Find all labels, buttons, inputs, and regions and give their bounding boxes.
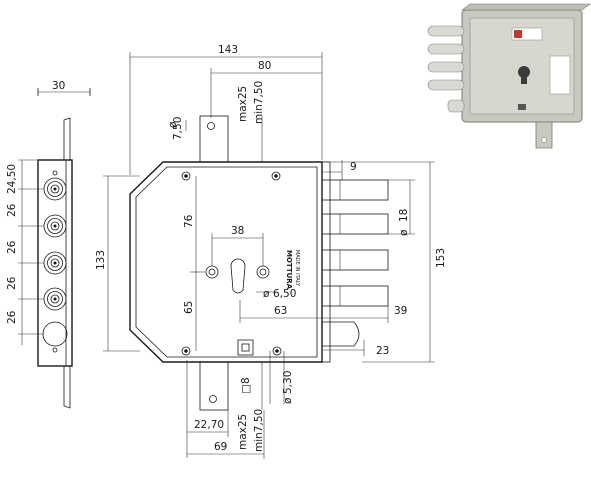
screw-bottom-left <box>181 346 191 356</box>
brand-logo: MOTTURA <box>285 250 293 290</box>
screw-bottom-right <box>272 346 282 356</box>
dim-bolt-reach: 39 <box>394 305 407 317</box>
dim-upper-height: 76 <box>183 214 195 228</box>
dim-overall-height: 133 <box>95 250 107 270</box>
cylinder-screw-left <box>205 265 219 279</box>
dim-latch-projection: 23 <box>376 345 389 357</box>
top-tab-hole <box>207 122 215 130</box>
side-screw-bottom <box>52 347 58 353</box>
bolt-4 <box>321 285 389 307</box>
dim-top-min: min7,50 <box>253 81 265 124</box>
dim-top-max: max25 <box>237 86 249 122</box>
top-mounting-tab <box>199 115 229 163</box>
dim-bolt-offset: 9 <box>350 161 357 173</box>
side-bolt-2 <box>43 214 67 238</box>
dim-side-pitch-2: 26 <box>6 240 18 254</box>
dim-bottom-offset: 22,70 <box>194 419 224 431</box>
faceplate-bottom-tab <box>63 365 71 409</box>
dim-total-height: 153 <box>435 248 447 268</box>
svg-text:ø: ø <box>282 397 294 404</box>
screw-top-left <box>181 171 191 181</box>
bolt-2 <box>321 213 389 235</box>
side-bolt-3 <box>43 251 67 275</box>
keyhole <box>230 258 246 294</box>
svg-text:ø: ø <box>263 288 270 300</box>
dim-backset: 80 <box>258 60 271 72</box>
dim-lower-height: 65 <box>183 301 195 314</box>
cylinder-screw-right <box>256 265 270 279</box>
bottom-mounting-tab <box>199 361 229 411</box>
dim-side-width: 30 <box>52 80 65 92</box>
dim-side-pitch-4: 26 <box>6 310 18 324</box>
dim-bottom-max: max25 <box>237 414 249 450</box>
dim-bottom-min: min7,50 <box>253 409 265 452</box>
bottom-tab-hole <box>209 395 217 403</box>
svg-text:ø: ø <box>167 121 179 128</box>
bolt-3 <box>321 249 389 271</box>
dim-hole-diameter: 7,50 <box>172 117 184 140</box>
front-faceplate <box>321 161 331 363</box>
dim-side-pitch-1: 26 <box>6 203 18 217</box>
side-bolt-1 <box>43 177 67 201</box>
dim-side-pitch-3: 26 <box>6 276 18 290</box>
spindle-square <box>237 339 254 356</box>
side-view: 30 24,50 26 26 26 26 <box>6 80 91 409</box>
faceplate-top-tab <box>63 117 71 161</box>
made-in-label: MADE IN ITALY <box>294 250 300 287</box>
front-view: 143 80 7,50 ø max25 min7,50 38 MOT <box>95 44 447 459</box>
dim-keyhole-spacing: 38 <box>231 225 244 237</box>
svg-text:ø: ø <box>398 229 410 236</box>
photo-bolts <box>427 25 465 113</box>
side-latch <box>42 321 68 347</box>
dim-bottom-width: 69 <box>214 441 227 453</box>
dim-spindle-square: 8 <box>240 377 252 384</box>
dim-bolt-diameter: 18 <box>398 209 410 222</box>
bolt-1 <box>321 179 389 201</box>
dim-side-pitch-top: 24,50 <box>6 164 18 194</box>
dim-spindle-diameter: 5,30 <box>282 371 294 394</box>
dim-cylinder-offset: 63 <box>274 305 287 317</box>
product-photo <box>427 3 591 149</box>
svg-text:□: □ <box>240 384 252 394</box>
screw-top-right <box>271 171 281 181</box>
latch-bolt <box>322 321 360 347</box>
dim-overall-width: 143 <box>218 44 238 56</box>
dim-screw-diameter: 6,50 <box>273 288 296 300</box>
side-bolt-4 <box>43 287 67 311</box>
lock-body-inner <box>135 166 318 358</box>
side-screw-top <box>52 170 58 176</box>
